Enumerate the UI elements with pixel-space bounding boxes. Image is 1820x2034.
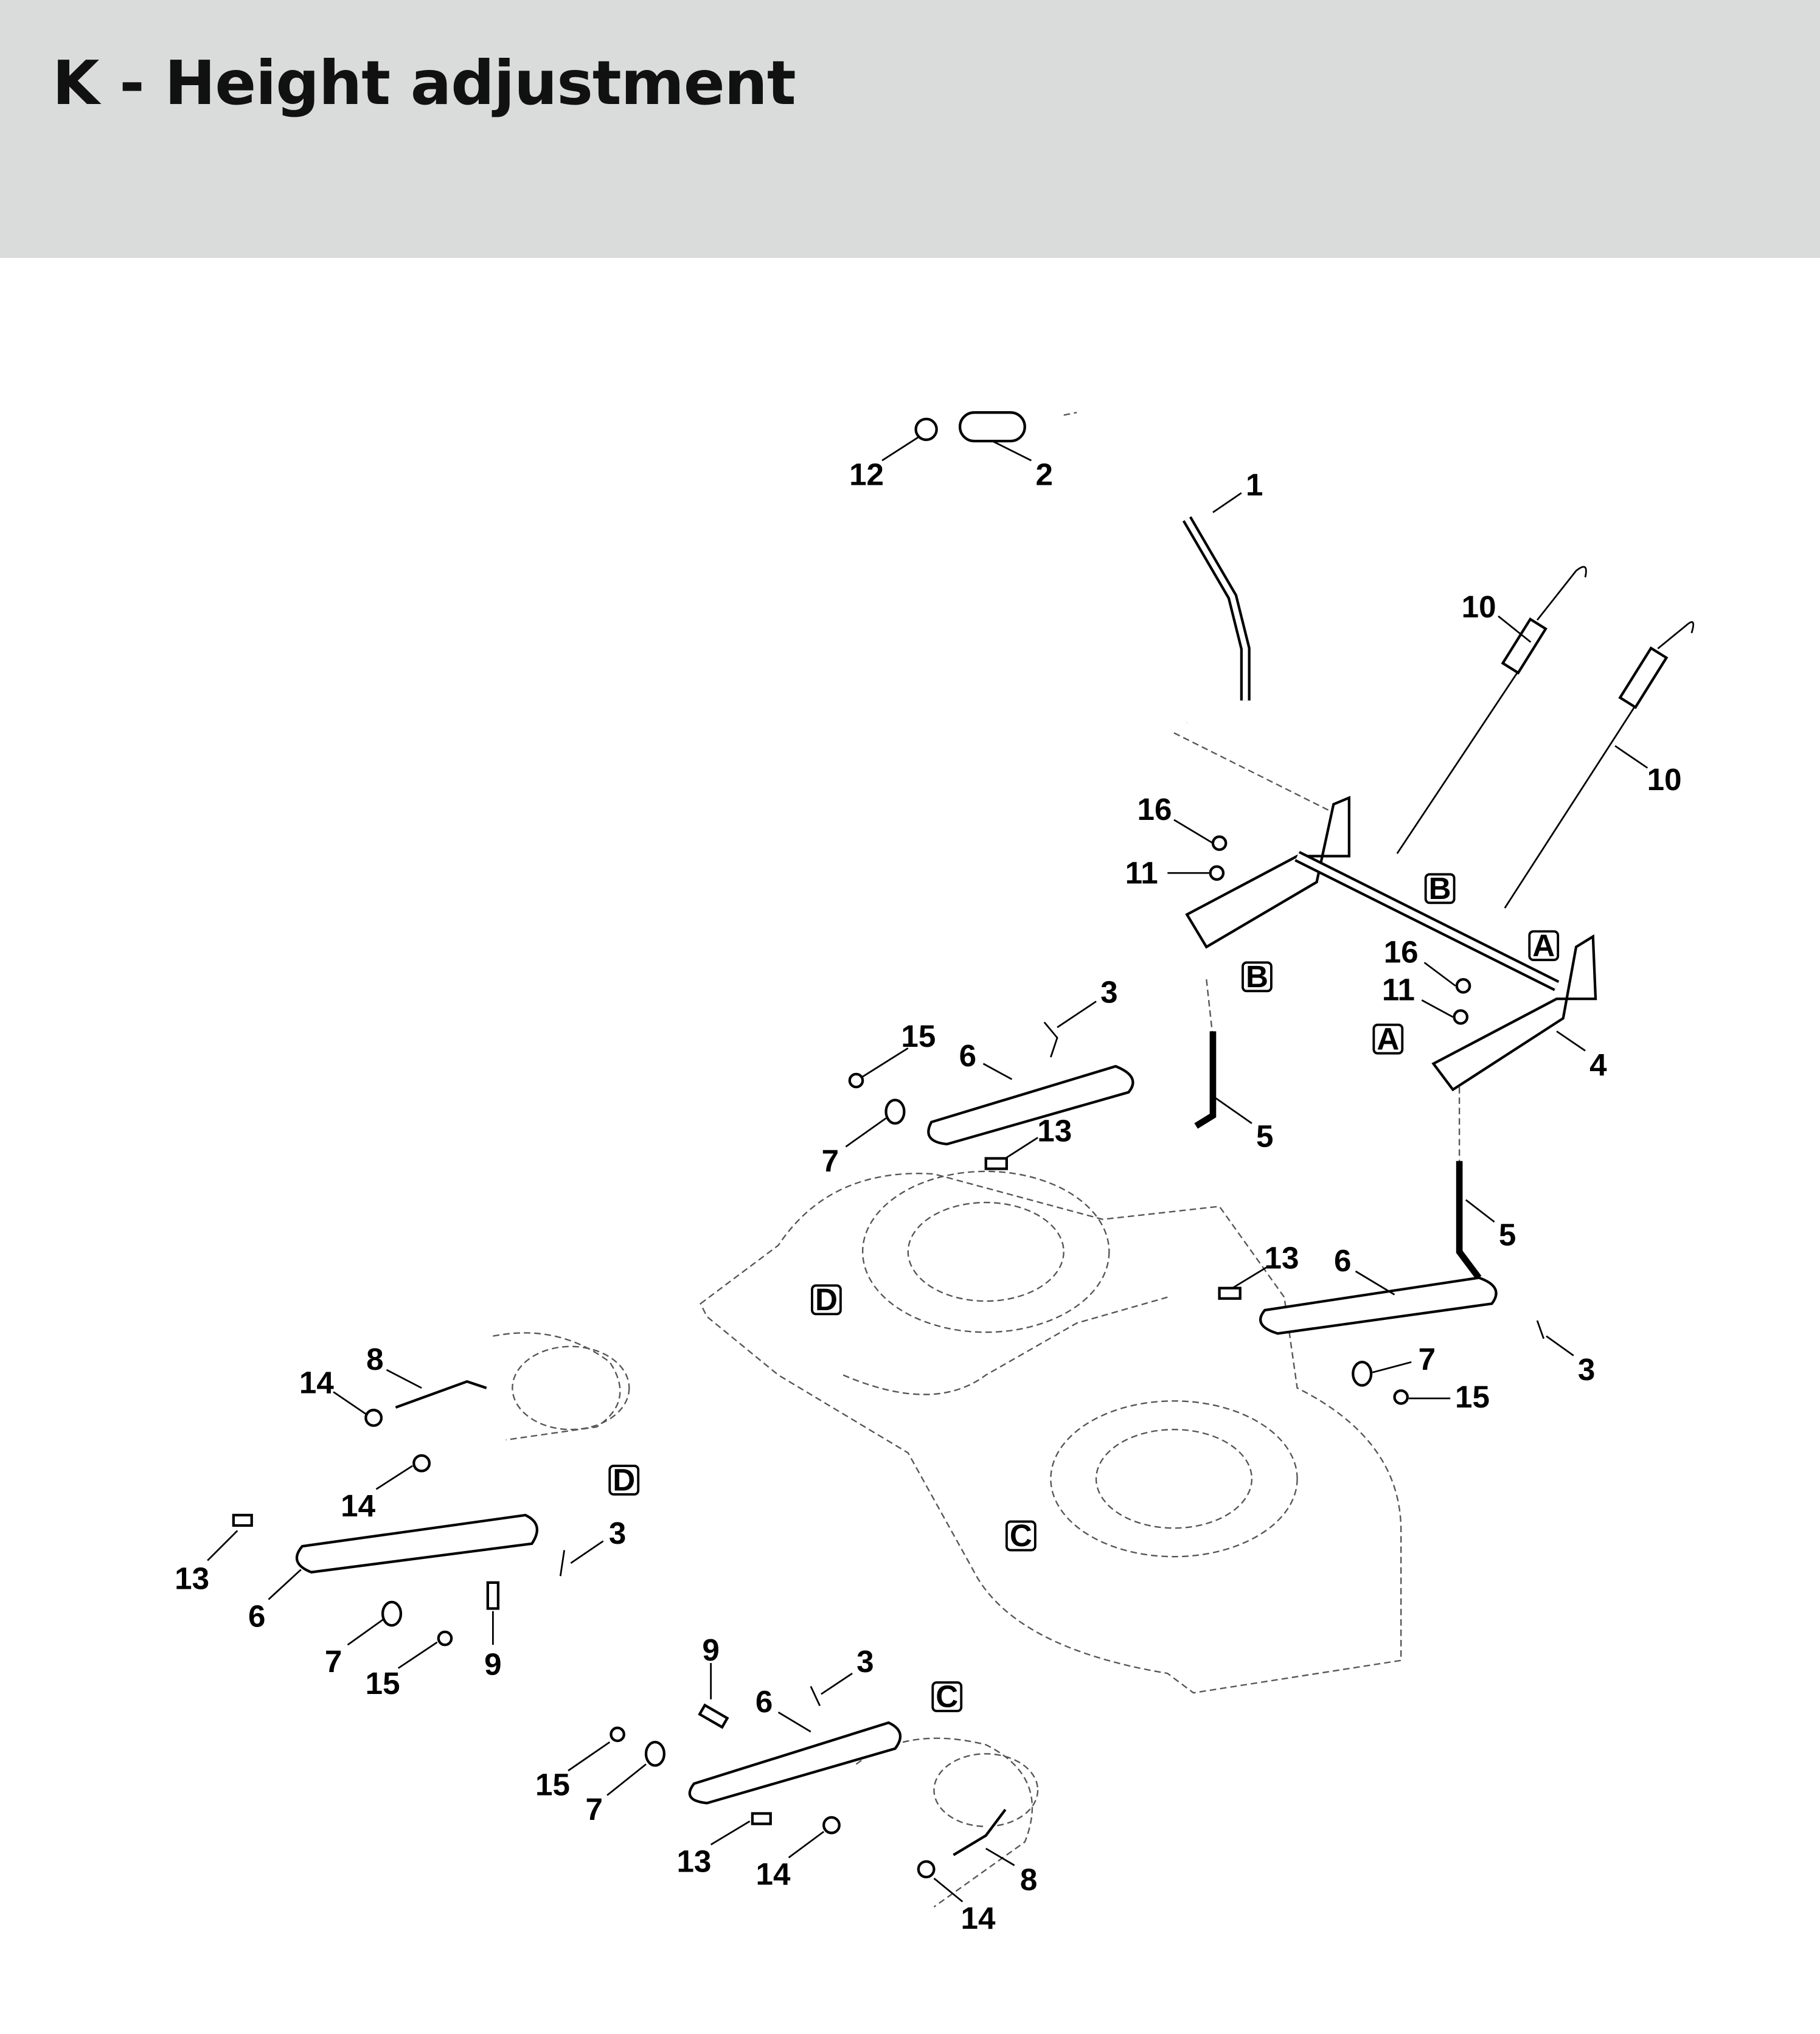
callout: 14: [756, 1857, 791, 1892]
ref-letter: D: [815, 1282, 838, 1317]
callout: 7: [1419, 1342, 1436, 1376]
lift-arms: [295, 1064, 1498, 1856]
callout: 15: [901, 1019, 936, 1053]
lever-handle: [1075, 392, 1276, 725]
callout: 14: [960, 1901, 995, 1935]
callout: 13: [1265, 1241, 1299, 1276]
callout-labels: 12 2 1 10 10 16 11 16 11 4 3 15 6 13 7 5…: [175, 457, 1681, 1936]
callout: 9: [484, 1647, 501, 1681]
callout: 13: [1037, 1114, 1072, 1148]
callout: 6: [248, 1598, 265, 1633]
callout: 11: [1382, 972, 1415, 1007]
callout: 15: [1455, 1380, 1490, 1414]
callout: 9: [702, 1633, 719, 1667]
ref-letter: D: [613, 1462, 635, 1497]
callout: 15: [535, 1768, 570, 1802]
callout: 8: [366, 1342, 383, 1376]
handle-grip: [958, 411, 1026, 443]
leader-lines: [207, 436, 1648, 1903]
ref-letter: B: [1429, 871, 1451, 906]
reference-letters: B A B A D D C C: [608, 871, 1560, 1714]
callout: 14: [341, 1488, 375, 1523]
callout: 1: [1246, 468, 1263, 502]
callout: 16: [1138, 792, 1172, 827]
header-bar: K - Height adjustment: [0, 0, 1820, 258]
callout: 3: [609, 1516, 626, 1550]
callout: 10: [1647, 762, 1682, 797]
callout: 7: [822, 1144, 839, 1178]
callout: 5: [1499, 1217, 1516, 1252]
ref-letter: C: [936, 1679, 958, 1714]
callout: 6: [755, 1684, 773, 1719]
callout: 7: [585, 1792, 602, 1827]
callout: 4: [1589, 1047, 1607, 1082]
callout: 11: [1125, 855, 1158, 890]
callout: 3: [1578, 1352, 1595, 1387]
ref-letter: B: [1246, 959, 1268, 994]
callout: 2: [1035, 457, 1052, 492]
callout: 6: [1334, 1243, 1351, 1278]
springs: [1396, 566, 1695, 909]
ref-letter: C: [1010, 1518, 1032, 1553]
callout: 16: [1384, 934, 1419, 969]
grip-cap: [914, 417, 938, 442]
callout: 12: [849, 457, 884, 492]
callout: 8: [1020, 1862, 1037, 1897]
callout: 15: [366, 1666, 400, 1701]
callout: 13: [175, 1561, 209, 1595]
callout: 6: [959, 1038, 976, 1073]
rod-right: [1456, 1161, 1482, 1280]
ref-letter: A: [1377, 1021, 1399, 1056]
callout: 7: [325, 1644, 342, 1679]
mower-deck: [493, 412, 1461, 1907]
hardware: [232, 835, 1545, 1879]
callout: 5: [1256, 1119, 1273, 1153]
callout: 10: [1462, 589, 1496, 624]
ref-letter: A: [1532, 928, 1555, 963]
lift-shaft: [1185, 796, 1597, 1092]
page-title: K - Height adjustment: [52, 47, 796, 119]
rod-left: [1194, 1031, 1217, 1129]
callout: 14: [299, 1365, 334, 1400]
callout: 13: [676, 1844, 711, 1878]
callout: 3: [1100, 975, 1117, 1010]
callout: 3: [856, 1644, 874, 1679]
